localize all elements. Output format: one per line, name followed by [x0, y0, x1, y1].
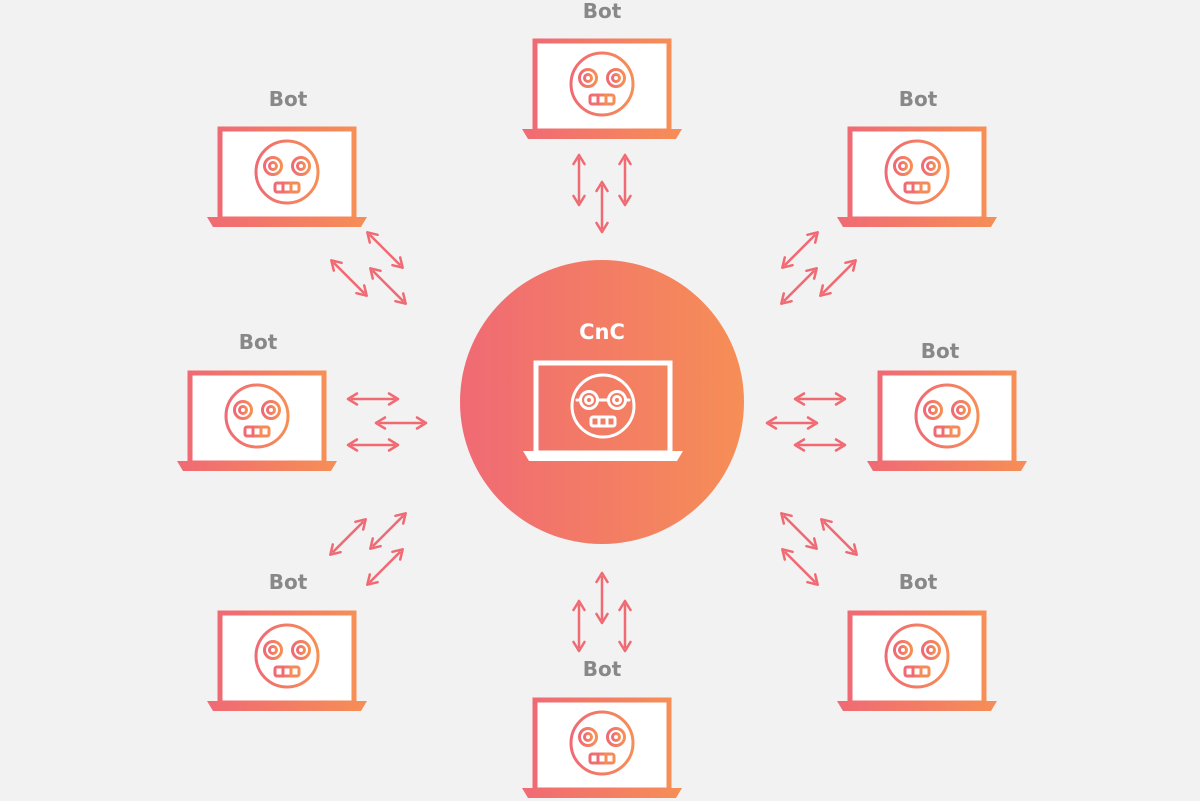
bot-laptop-icon-bottom-right: [837, 613, 997, 711]
bot-laptop-icon-top-right: [837, 129, 997, 227]
double-arrow-icon: [346, 392, 400, 406]
double-arrow-icon: [572, 153, 586, 207]
double-arrow-icon: [618, 153, 632, 207]
bot-label-top: Bot: [583, 0, 622, 23]
double-arrow-icon: [776, 263, 822, 309]
bot-laptop-icon-left: [177, 373, 337, 471]
bot-label-top-left: Bot: [269, 87, 308, 111]
double-arrow-icon: [346, 438, 400, 452]
bot-laptop-icon-bottom: [522, 700, 682, 798]
double-arrow-icon: [815, 255, 861, 301]
double-arrow-icon: [816, 514, 862, 560]
bot-laptop-icon-top-left: [207, 129, 367, 227]
double-arrow-icon: [362, 227, 408, 273]
double-arrow-icon: [374, 416, 428, 430]
double-arrow-icon: [326, 255, 372, 301]
double-arrow-icon: [618, 599, 632, 653]
double-arrow-icon: [365, 508, 411, 554]
bot-laptop-icon-top: [522, 41, 682, 139]
double-arrow-icon: [362, 544, 408, 590]
bot-label-top-right: Bot: [899, 87, 938, 111]
bot-label-right: Bot: [921, 339, 960, 363]
double-arrow-icon: [595, 571, 609, 625]
bot-label-bottom-left: Bot: [269, 570, 308, 594]
double-arrow-icon: [793, 438, 847, 452]
bot-label-bottom-right: Bot: [899, 570, 938, 594]
double-arrow-icon: [325, 514, 371, 560]
double-arrow-icon: [776, 508, 822, 554]
double-arrow-icon: [365, 263, 411, 309]
bot-laptop-icon-right: [867, 373, 1027, 471]
cnc-circle: [460, 260, 744, 544]
double-arrow-icon: [572, 599, 586, 653]
bot-label-bottom: Bot: [583, 657, 622, 681]
cnc-label: CnC: [579, 320, 625, 344]
double-arrow-icon: [595, 180, 609, 234]
double-arrow-icon: [777, 544, 823, 590]
bot-laptop-icon-bottom-left: [207, 613, 367, 711]
double-arrow-icon: [765, 416, 819, 430]
double-arrow-icon: [793, 392, 847, 406]
double-arrow-icon: [777, 227, 823, 273]
bot-label-left: Bot: [239, 330, 278, 354]
